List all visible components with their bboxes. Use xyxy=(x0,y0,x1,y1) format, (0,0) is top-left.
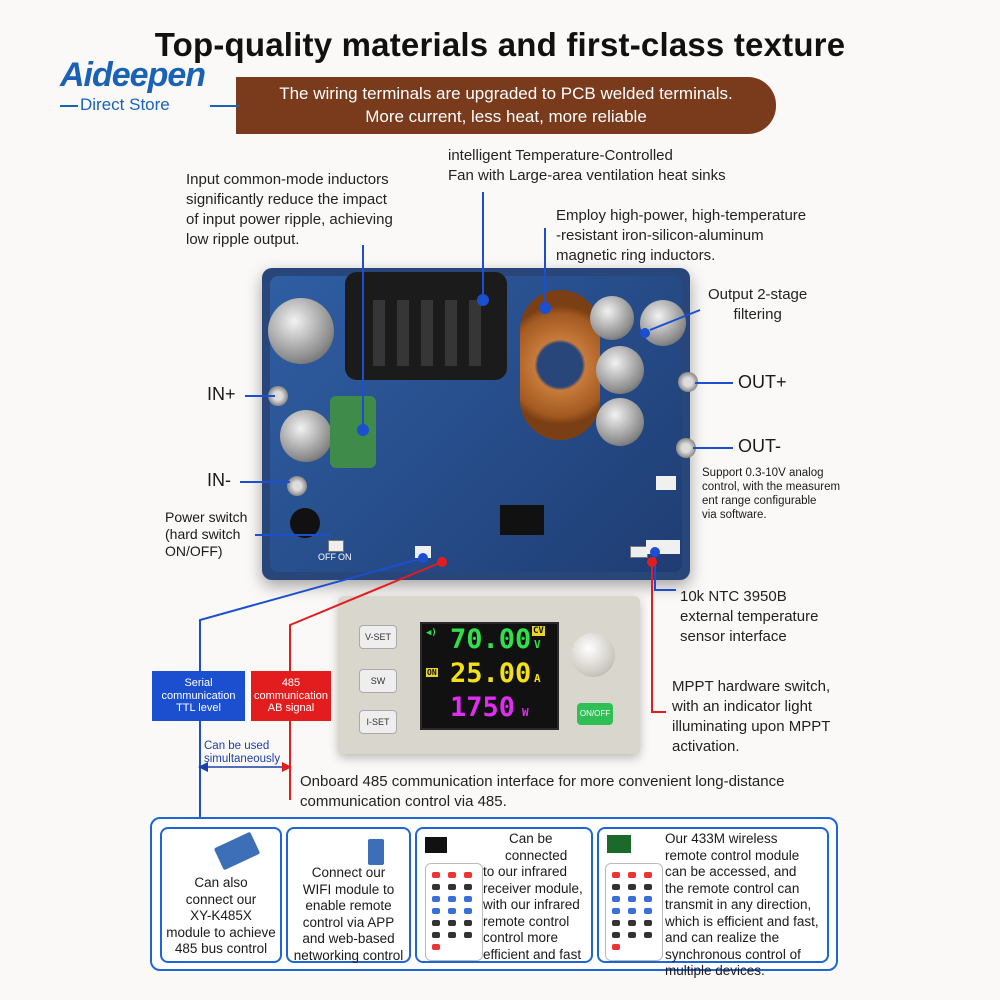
card-infrared: Can be connected to our infrared receive… xyxy=(415,827,593,963)
magnetic-ring-inductor xyxy=(520,290,600,440)
in-minus-terminal xyxy=(287,476,307,496)
line-ntc xyxy=(654,556,676,591)
note-ntc-sensor: 10k NTC 3950B external temperature senso… xyxy=(680,588,819,645)
note-fan: intelligent Temperature-Controlled Fan w… xyxy=(448,147,726,184)
note-onboard-485: Onboard 485 communication interface for … xyxy=(300,773,785,810)
label-out-minus: OUT- xyxy=(738,436,781,456)
rf-module-image xyxy=(607,835,631,853)
note-output-filtering: Output 2-stage filtering xyxy=(708,286,808,323)
on-badge: ON xyxy=(426,668,438,677)
terminal-banner: The wiring terminals are upgraded to PCB… xyxy=(236,77,776,134)
card-433m-wireless: Our 433M wireless remote control module … xyxy=(597,827,829,978)
current-readout: 25.00 xyxy=(450,658,532,689)
v-set-button[interactable]: V-SET xyxy=(359,625,397,649)
cooling-fan xyxy=(345,272,507,380)
note-power-switch: Power switch (hard switch ON/OFF) xyxy=(165,509,248,559)
expansion-panel: Can also connect our XY-K485X module to … xyxy=(150,817,838,978)
logo-rule-left xyxy=(60,105,78,107)
power-readout: 1750 xyxy=(450,692,516,723)
note-input-inductors: Input common-mode inductors significantl… xyxy=(186,171,393,248)
power-switch[interactable] xyxy=(328,540,344,552)
line-mppt xyxy=(651,562,666,713)
dot-mppt xyxy=(647,557,657,567)
current-unit: A xyxy=(534,672,541,685)
input-capacitor-2 xyxy=(280,410,332,462)
serial-ttl-tag: Serial communication TTL level xyxy=(152,671,245,721)
note-mppt-switch: MPPT hardware switch, with an indicator … xyxy=(672,678,831,755)
page-headline: Top-quality materials and first-class te… xyxy=(154,26,846,63)
dot-ttl xyxy=(418,553,428,563)
brand-name: Aideepen xyxy=(60,56,206,94)
logo-rule-right xyxy=(210,105,240,107)
on-off-button[interactable]: ON/OFF xyxy=(577,703,613,725)
banner-line-2: More current, less heat, more reliable xyxy=(365,107,647,126)
output-capacitor-2 xyxy=(640,300,686,346)
wifi-module-image xyxy=(368,839,384,865)
power-unit: W xyxy=(522,706,529,719)
display-screen: ◀) 70.00 CV V ON 25.00 A 1750 W xyxy=(420,622,559,730)
speaker-icon: ◀) xyxy=(426,628,437,638)
dot-filtering xyxy=(640,328,650,338)
in-plus-terminal xyxy=(268,386,288,406)
note-can-be-used: Can be used simultaneously xyxy=(204,740,281,765)
sw-button[interactable]: SW xyxy=(359,669,397,693)
arrow-right xyxy=(282,762,292,772)
arrow-left xyxy=(198,762,208,772)
ir-remote-image xyxy=(425,863,483,961)
mcu-chip xyxy=(500,505,544,535)
label-in-plus: IN+ xyxy=(207,384,236,404)
input-capacitor-1 xyxy=(268,298,334,364)
output-capacitor-1 xyxy=(590,296,634,340)
line-serial xyxy=(199,557,424,671)
dot-inductors xyxy=(357,424,369,436)
ir-receiver-image xyxy=(425,837,447,853)
brand-logo: Aideepen Direct Store xyxy=(60,56,280,116)
card-wifi-module: Connect our WIFI module to enable remote… xyxy=(286,827,411,963)
output-capacitor-4 xyxy=(596,398,644,446)
k485x-module-image xyxy=(213,831,261,871)
rs485-tag: 485 communication AB signal xyxy=(251,671,331,721)
encoder-knob[interactable] xyxy=(571,633,615,677)
label-out-plus: OUT+ xyxy=(738,372,787,392)
note-magnetic-inductors: Employ high-power, high-temperature -res… xyxy=(556,207,807,264)
line-485 xyxy=(289,561,443,671)
out-plus-terminal xyxy=(678,372,698,392)
out-minus-terminal xyxy=(676,438,696,458)
label-in-minus: IN- xyxy=(207,470,231,490)
note-analog-control: Support 0.3-10V analog control, with the… xyxy=(702,467,841,521)
dot-ntc xyxy=(650,547,660,557)
voltage-readout: 70.00 xyxy=(450,624,532,655)
banner-line-1: The wiring terminals are upgraded to PCB… xyxy=(279,84,733,103)
buzzer xyxy=(290,508,320,538)
dot-fan xyxy=(477,294,489,306)
dot-magnetic xyxy=(539,302,551,314)
dot-485 xyxy=(437,557,447,567)
cv-badge: CV xyxy=(532,626,545,636)
brand-subtitle: Direct Store xyxy=(80,95,170,114)
card-485-module: Can also connect our XY-K485X module to … xyxy=(160,827,282,963)
board-on-label: ON xyxy=(338,552,352,562)
board-off-label: OFF xyxy=(318,552,336,562)
rf-remote-image xyxy=(605,863,663,961)
line-filtering xyxy=(649,309,701,331)
i-set-button[interactable]: I-SET xyxy=(359,710,397,734)
analog-connector xyxy=(656,476,676,490)
voltage-unit: V xyxy=(534,638,541,651)
output-capacitor-3 xyxy=(596,346,644,394)
